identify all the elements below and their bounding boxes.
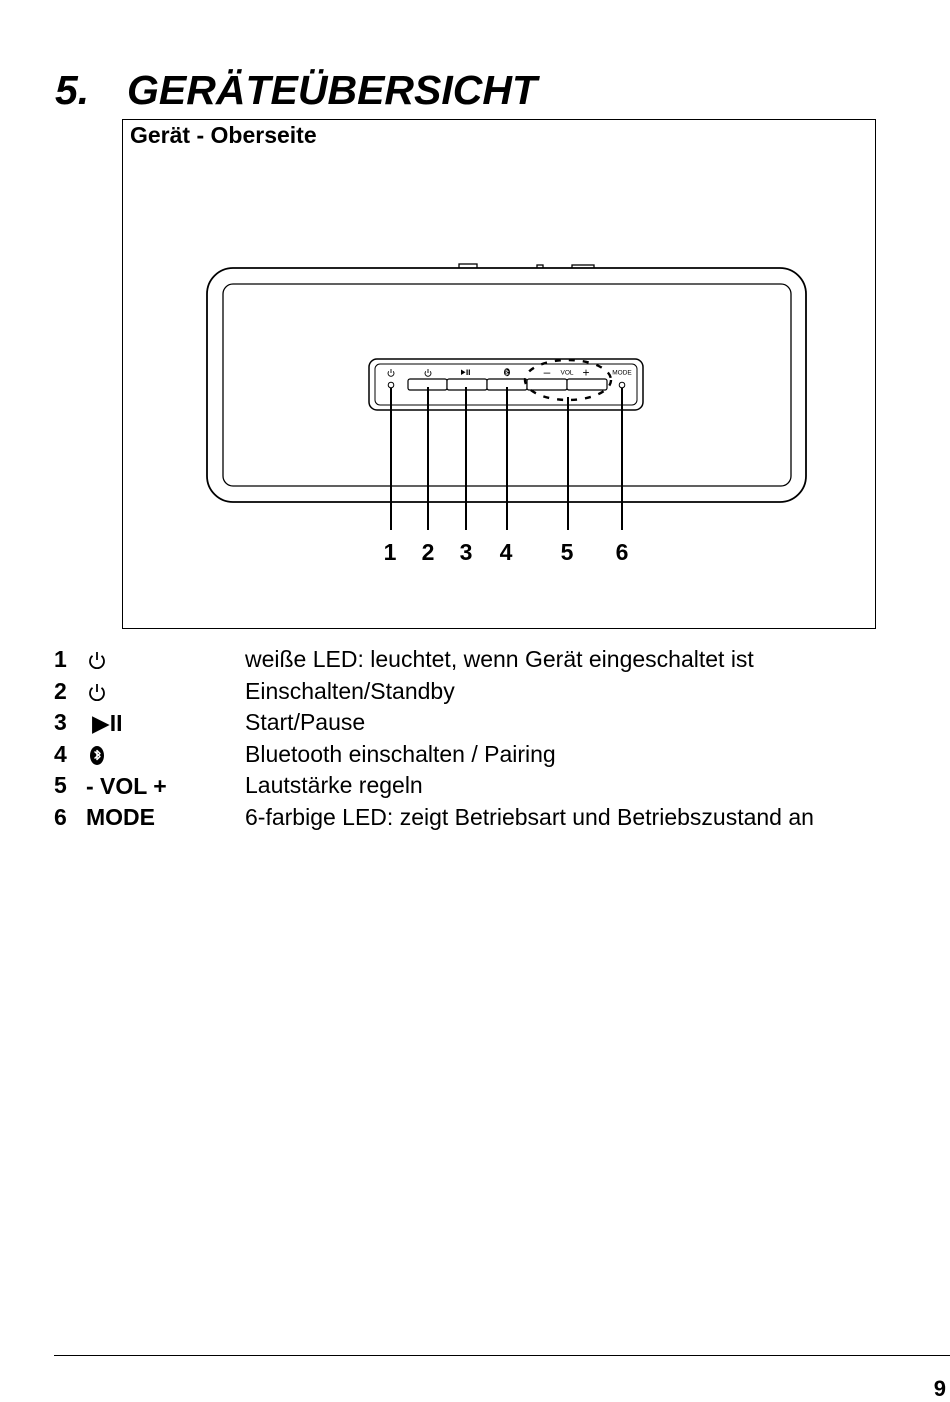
device-figure: Gerät - Oberseite [122,119,876,629]
figure-caption: Gerät - Oberseite [130,122,317,148]
legend-item: 5 - VOL + Lautstärke regeln [54,770,914,802]
callout-2: 2 [422,539,435,565]
legend-item: 2 Einschalten/Standby [54,676,914,708]
vol-highlight-dashed [523,358,613,402]
bluetooth-icon [504,368,510,377]
vol-minus-shape [526,378,568,391]
legend-number: 6 [54,803,67,830]
legend-number: 2 [54,677,67,704]
legend-number: 4 [54,740,67,767]
section-number: 5. [55,67,90,113]
legend-symbol [86,741,108,769]
section-title-text: GERÄTEÜBERSICHT [127,67,538,113]
play-pause-icon: ▶II [92,709,123,736]
legend-item: 1 weiße LED: leuchtet, wenn Gerät einges… [54,644,914,676]
callout-lines [390,387,623,530]
play-pause-icon [461,369,470,375]
legend-description: Bluetooth einschalten / Pairing [245,740,556,767]
device-top-illustration: – VOL + MODE 1 2 3 4 5 6 [206,263,807,565]
legend-number: 3 [54,709,67,735]
legend-number: 5 [54,772,67,798]
legend-description: Einschalten/Standby [245,677,455,704]
footer-divider [54,1355,950,1356]
legend-description: Lautstärke regeln [245,772,423,798]
legend-symbol: - VOL + [86,772,167,799]
power-icon [89,652,105,670]
legend-number: 1 [54,646,67,672]
legend-symbol [86,646,108,674]
vol-minus-label: – [544,365,551,379]
legend-description: Start/Pause [245,709,366,735]
legend-item: 3 ▶II Start/Pause [54,707,914,739]
legend-item: 4 Bluetooth einschalten / Pairing [54,739,914,771]
vol-plus-shape [566,378,608,391]
legend-description: weiße LED: leuchtet, wenn Gerät eingesch… [245,646,754,672]
mode-led [618,381,626,389]
legend-symbol: MODE [86,804,155,830]
callout-5: 5 [561,539,574,565]
legend-description: 6-farbige LED: zeigt Betriebsart und Bet… [245,803,814,830]
vol-label: VOL [560,370,573,377]
callout-6: 6 [616,539,629,565]
control-panel: – VOL + MODE [368,358,644,411]
power-icon [89,683,105,701]
section-title: 5. GERÄTEÜBERSICHT [55,64,537,116]
power-icon [387,369,395,377]
page-number: 9 [933,1376,946,1401]
power-led [387,381,395,389]
power-icon [424,369,432,377]
callout-3: 3 [460,539,473,565]
callout-4: 4 [500,539,513,565]
callout-1: 1 [384,539,397,565]
bluetooth-icon [90,745,104,765]
legend-item: 6 MODE 6-farbige LED: zeigt Betriebsart … [54,802,914,834]
vol-plus-label: + [582,366,589,380]
mode-label: MODE [612,370,632,377]
legend-symbol [86,678,108,706]
legend-list: 1 weiße LED: leuchtet, wenn Gerät einges… [54,644,914,833]
